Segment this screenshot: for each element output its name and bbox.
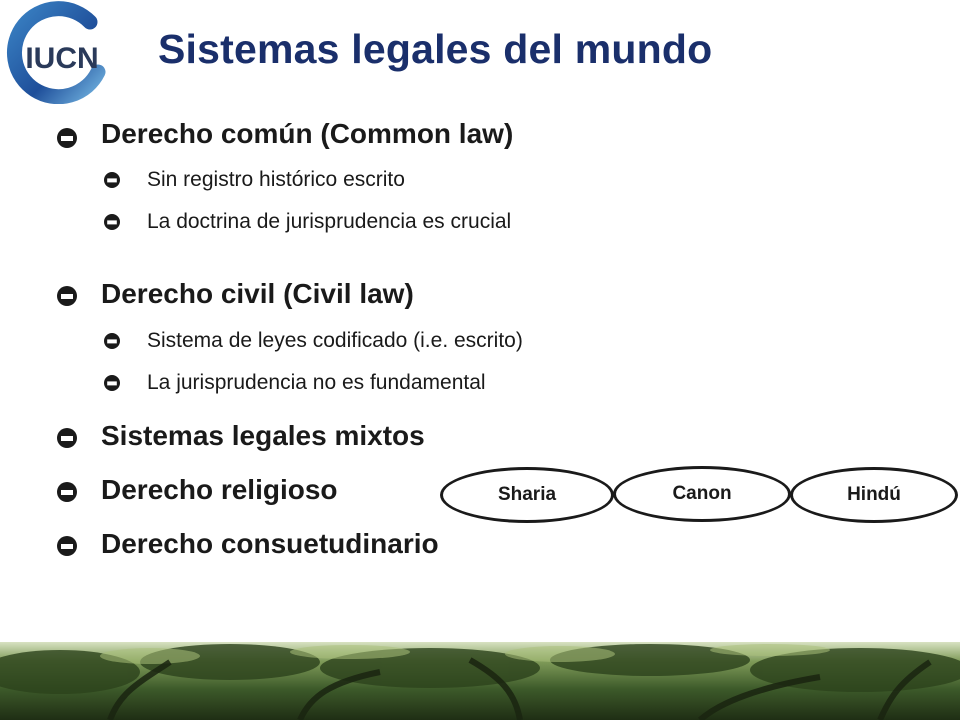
bullet-label: Derecho religioso (101, 474, 338, 505)
slide-title: Sistemas legales del mundo (158, 26, 713, 72)
sub-bullet-label: La jurisprudencia no es fundamental (147, 371, 486, 394)
bullet-icon (104, 172, 120, 188)
bullet-label: Derecho civil (Civil law) (101, 278, 414, 309)
bullet-icon (57, 482, 77, 502)
bullet-icon (57, 428, 77, 448)
oval-canon: Canon (613, 466, 791, 522)
bullet-icon (104, 333, 120, 349)
oval-sharia: Sharia (440, 467, 614, 523)
bullet-icon (57, 536, 77, 556)
oval-hindu: Hindú (790, 467, 958, 523)
sub-bullet-label: La doctrina de jurisprudencia es crucial (147, 210, 512, 233)
sub-bullet-label: Sistema de leyes codificado (i.e. escrit… (147, 329, 523, 352)
bullet-icon (57, 286, 77, 306)
bullet-icon (104, 375, 120, 391)
forest-background-image (0, 642, 960, 720)
bullet-label: Derecho consuetudinario (101, 528, 439, 559)
bullet-icon (57, 128, 77, 148)
iucn-logo: IUCN (0, 0, 122, 104)
bullet-label: Derecho común (Common law) (101, 118, 514, 149)
sub-bullet-label: Sin registro histórico escrito (147, 168, 405, 191)
bullet-icon (104, 214, 120, 230)
bullet-label: Sistemas legales mixtos (101, 420, 425, 451)
svg-text:IUCN: IUCN (25, 42, 98, 75)
